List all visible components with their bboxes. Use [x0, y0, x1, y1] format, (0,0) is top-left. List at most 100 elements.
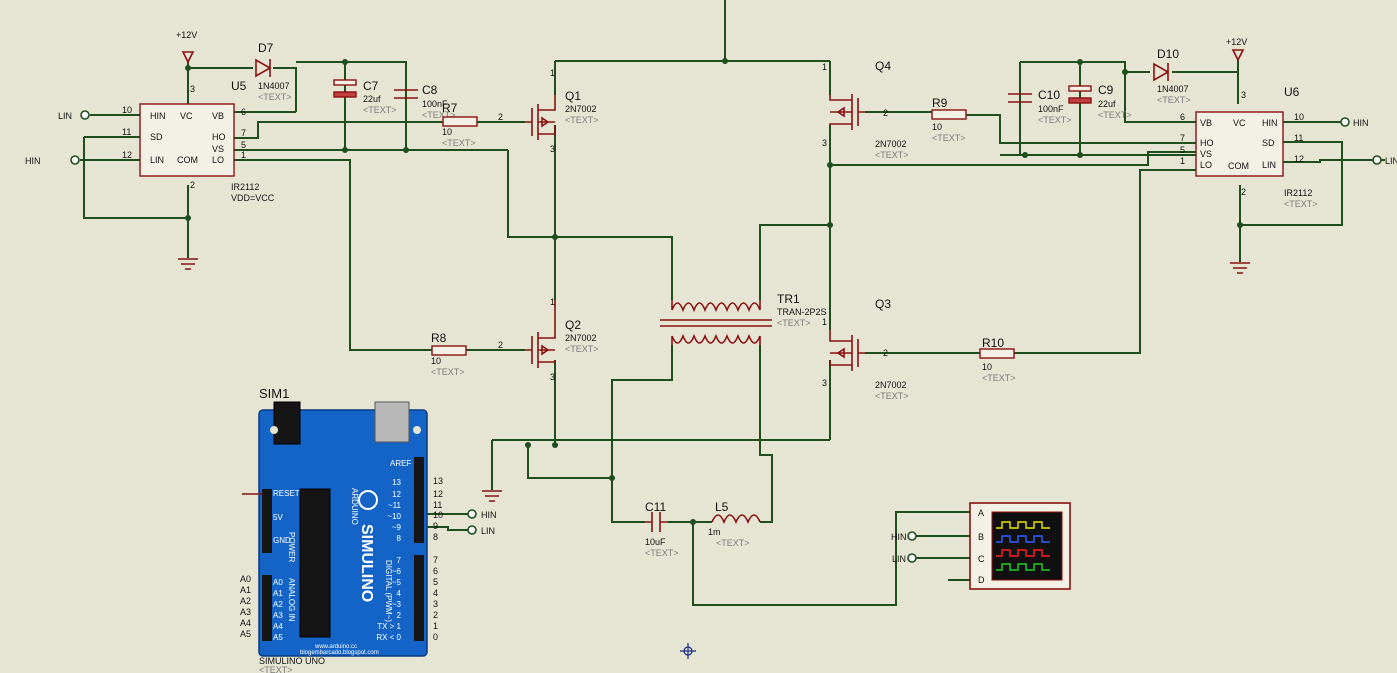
mosfet-q4[interactable]: 1 2 3 Q4 2N7002 <TEXT>: [822, 59, 909, 160]
svg-text:<TEXT>: <TEXT>: [777, 318, 811, 328]
mosfet-q1[interactable]: 1 2 3 Q1 2N7002 <TEXT>: [498, 68, 599, 154]
diode-d10[interactable]: D10 1N4007 <TEXT>: [1153, 47, 1191, 105]
capacitor-c8[interactable]: C8 100nF <TEXT>: [394, 83, 456, 120]
svg-text:COM: COM: [1228, 161, 1249, 171]
mosfet-q2[interactable]: 1 2 3 Q2 2N7002 <TEXT>: [498, 297, 599, 382]
svg-text:HIN: HIN: [150, 111, 166, 121]
svg-text:~9: ~9: [392, 523, 402, 532]
svg-text:2N7002: 2N7002: [565, 333, 597, 343]
svg-text:5V: 5V: [273, 513, 283, 522]
capacitor-c11[interactable]: C11 10uF <TEXT>: [645, 500, 679, 558]
svg-text:SD: SD: [1262, 138, 1275, 148]
terminal-lin-arduino[interactable]: LIN: [467, 525, 495, 536]
svg-text:1: 1: [822, 62, 827, 72]
capacitor-c9[interactable]: C9 22uf <TEXT>: [1068, 83, 1132, 120]
svg-text:12: 12: [392, 490, 401, 499]
svg-text:~10: ~10: [387, 512, 401, 521]
svg-text:22uf: 22uf: [363, 94, 381, 104]
svg-text:4: 4: [397, 589, 402, 598]
svg-text:3: 3: [190, 84, 195, 94]
resistor-r10[interactable]: R10 10 <TEXT>: [979, 336, 1016, 383]
svg-text:3: 3: [822, 138, 827, 148]
svg-text:1: 1: [241, 150, 246, 160]
svg-text:A2: A2: [273, 600, 283, 609]
svg-text:<TEXT>: <TEXT>: [565, 115, 599, 125]
svg-text:VB: VB: [212, 111, 224, 121]
svg-text:9: 9: [433, 521, 438, 531]
svg-text:COM: COM: [177, 155, 198, 165]
svg-text:<TEXT>: <TEXT>: [1038, 115, 1072, 125]
svg-text:<TEXT>: <TEXT>: [932, 133, 966, 143]
svg-text:1: 1: [550, 68, 555, 78]
svg-text:A2: A2: [240, 596, 251, 606]
terminal-lin-scope[interactable]: LIN: [892, 553, 917, 564]
svg-text:<TEXT>: <TEXT>: [716, 538, 750, 548]
terminal-hin-right[interactable]: HIN: [1340, 117, 1369, 128]
simulino-name: SIMULINO UNO: [259, 656, 325, 666]
resistor-r9[interactable]: R9 10 <TEXT>: [931, 96, 967, 143]
terminal-lin-right[interactable]: LIN: [1372, 155, 1397, 166]
terminal-hin-left[interactable]: HIN: [25, 155, 80, 166]
terminal-hin-arduino[interactable]: HIN: [467, 509, 497, 520]
svg-text:7: 7: [1180, 133, 1185, 143]
svg-text:10: 10: [431, 356, 441, 366]
svg-text:10uF: 10uF: [645, 537, 666, 547]
svg-text:~11: ~11: [388, 501, 402, 510]
svg-text:<TEXT>: <TEXT>: [875, 150, 909, 160]
svg-text:<TEXT>: <TEXT>: [363, 105, 397, 115]
svg-text:~6: ~6: [392, 567, 402, 576]
svg-text:<TEXT>: <TEXT>: [1098, 110, 1132, 120]
svg-text:VS: VS: [1200, 149, 1212, 159]
svg-text:RX < 0: RX < 0: [376, 633, 401, 642]
svg-text:3: 3: [433, 599, 438, 609]
u5-driver-ic[interactable]: HIN SD LIN COM VC VB HO VS LO 10 11 12 3…: [122, 79, 275, 203]
vcc-right-label: +12V: [1226, 37, 1247, 47]
resistor-r7[interactable]: R7 10 <TEXT>: [442, 101, 478, 148]
svg-text:DIGITAL (PWM~): DIGITAL (PWM~): [384, 560, 393, 622]
inductor-l5[interactable]: L5 1m <TEXT>: [708, 500, 761, 548]
svg-text:Q2: Q2: [565, 318, 581, 332]
u6-driver-ic[interactable]: VB HO VS LO VC COM HIN SD LIN 6 7 5 1 3 …: [1180, 85, 1318, 209]
svg-text:Q1: Q1: [565, 89, 581, 103]
svg-text:<TEXT>: <TEXT>: [875, 391, 909, 401]
svg-text:1N4007: 1N4007: [258, 81, 290, 91]
svg-text:LIN: LIN: [1262, 160, 1276, 170]
wires: [80, 0, 1385, 606]
svg-text:<TEXT>: <TEXT>: [1157, 95, 1191, 105]
svg-text:22uf: 22uf: [1098, 99, 1116, 109]
mosfet-q3[interactable]: 1 2 3 Q3 2N7002 <TEXT>: [822, 297, 909, 401]
svg-text:A0: A0: [240, 574, 251, 584]
svg-text:2: 2: [190, 180, 195, 190]
svg-text:D: D: [978, 575, 985, 585]
svg-text:HIN: HIN: [891, 532, 907, 542]
svg-text:13: 13: [392, 478, 401, 487]
svg-text:11: 11: [122, 127, 131, 137]
svg-text:12: 12: [1294, 154, 1304, 164]
terminal-lin-left[interactable]: LIN: [58, 110, 90, 121]
svg-text:HIN: HIN: [481, 510, 497, 520]
svg-text:HIN: HIN: [1353, 118, 1369, 128]
diode-d7[interactable]: D7 1N4007 <TEXT>: [255, 41, 292, 102]
u5-vdd-note: VDD=VCC: [231, 193, 275, 203]
svg-text:<TEXT>: <TEXT>: [645, 548, 679, 558]
oscilloscope[interactable]: A B C D: [969, 502, 1071, 590]
arduino-simulino-uno[interactable]: SIM1 AREF 13 12 ~11 ~10 ~9 8 7 ~6 ~5 4 ~…: [240, 386, 443, 673]
terminal-hin-scope[interactable]: HIN: [891, 531, 917, 542]
capacitor-c7[interactable]: C7 22uf <TEXT>: [333, 79, 397, 115]
svg-text:10: 10: [122, 105, 132, 115]
resistor-r8[interactable]: R8 10 <TEXT>: [431, 331, 467, 377]
transformer-tr1[interactable]: TR1 TRAN-2P2S <TEXT>: [660, 292, 827, 345]
vcc-left: +12V: [176, 30, 197, 64]
svg-text:C8: C8: [422, 83, 438, 97]
svg-text:C11: C11: [645, 500, 666, 514]
svg-text:10: 10: [433, 510, 443, 520]
svg-text:2: 2: [433, 610, 438, 620]
svg-text:Q3: Q3: [875, 297, 891, 311]
svg-text:LO: LO: [212, 155, 224, 165]
capacitor-c10[interactable]: C10 100nF <TEXT>: [1008, 88, 1072, 125]
svg-text:1: 1: [822, 317, 827, 327]
svg-text:ANALOG IN: ANALOG IN: [287, 578, 296, 622]
svg-text:A4: A4: [273, 622, 283, 631]
svg-text:A3: A3: [273, 611, 283, 620]
simulino-brand: SIMULINO: [358, 524, 375, 602]
